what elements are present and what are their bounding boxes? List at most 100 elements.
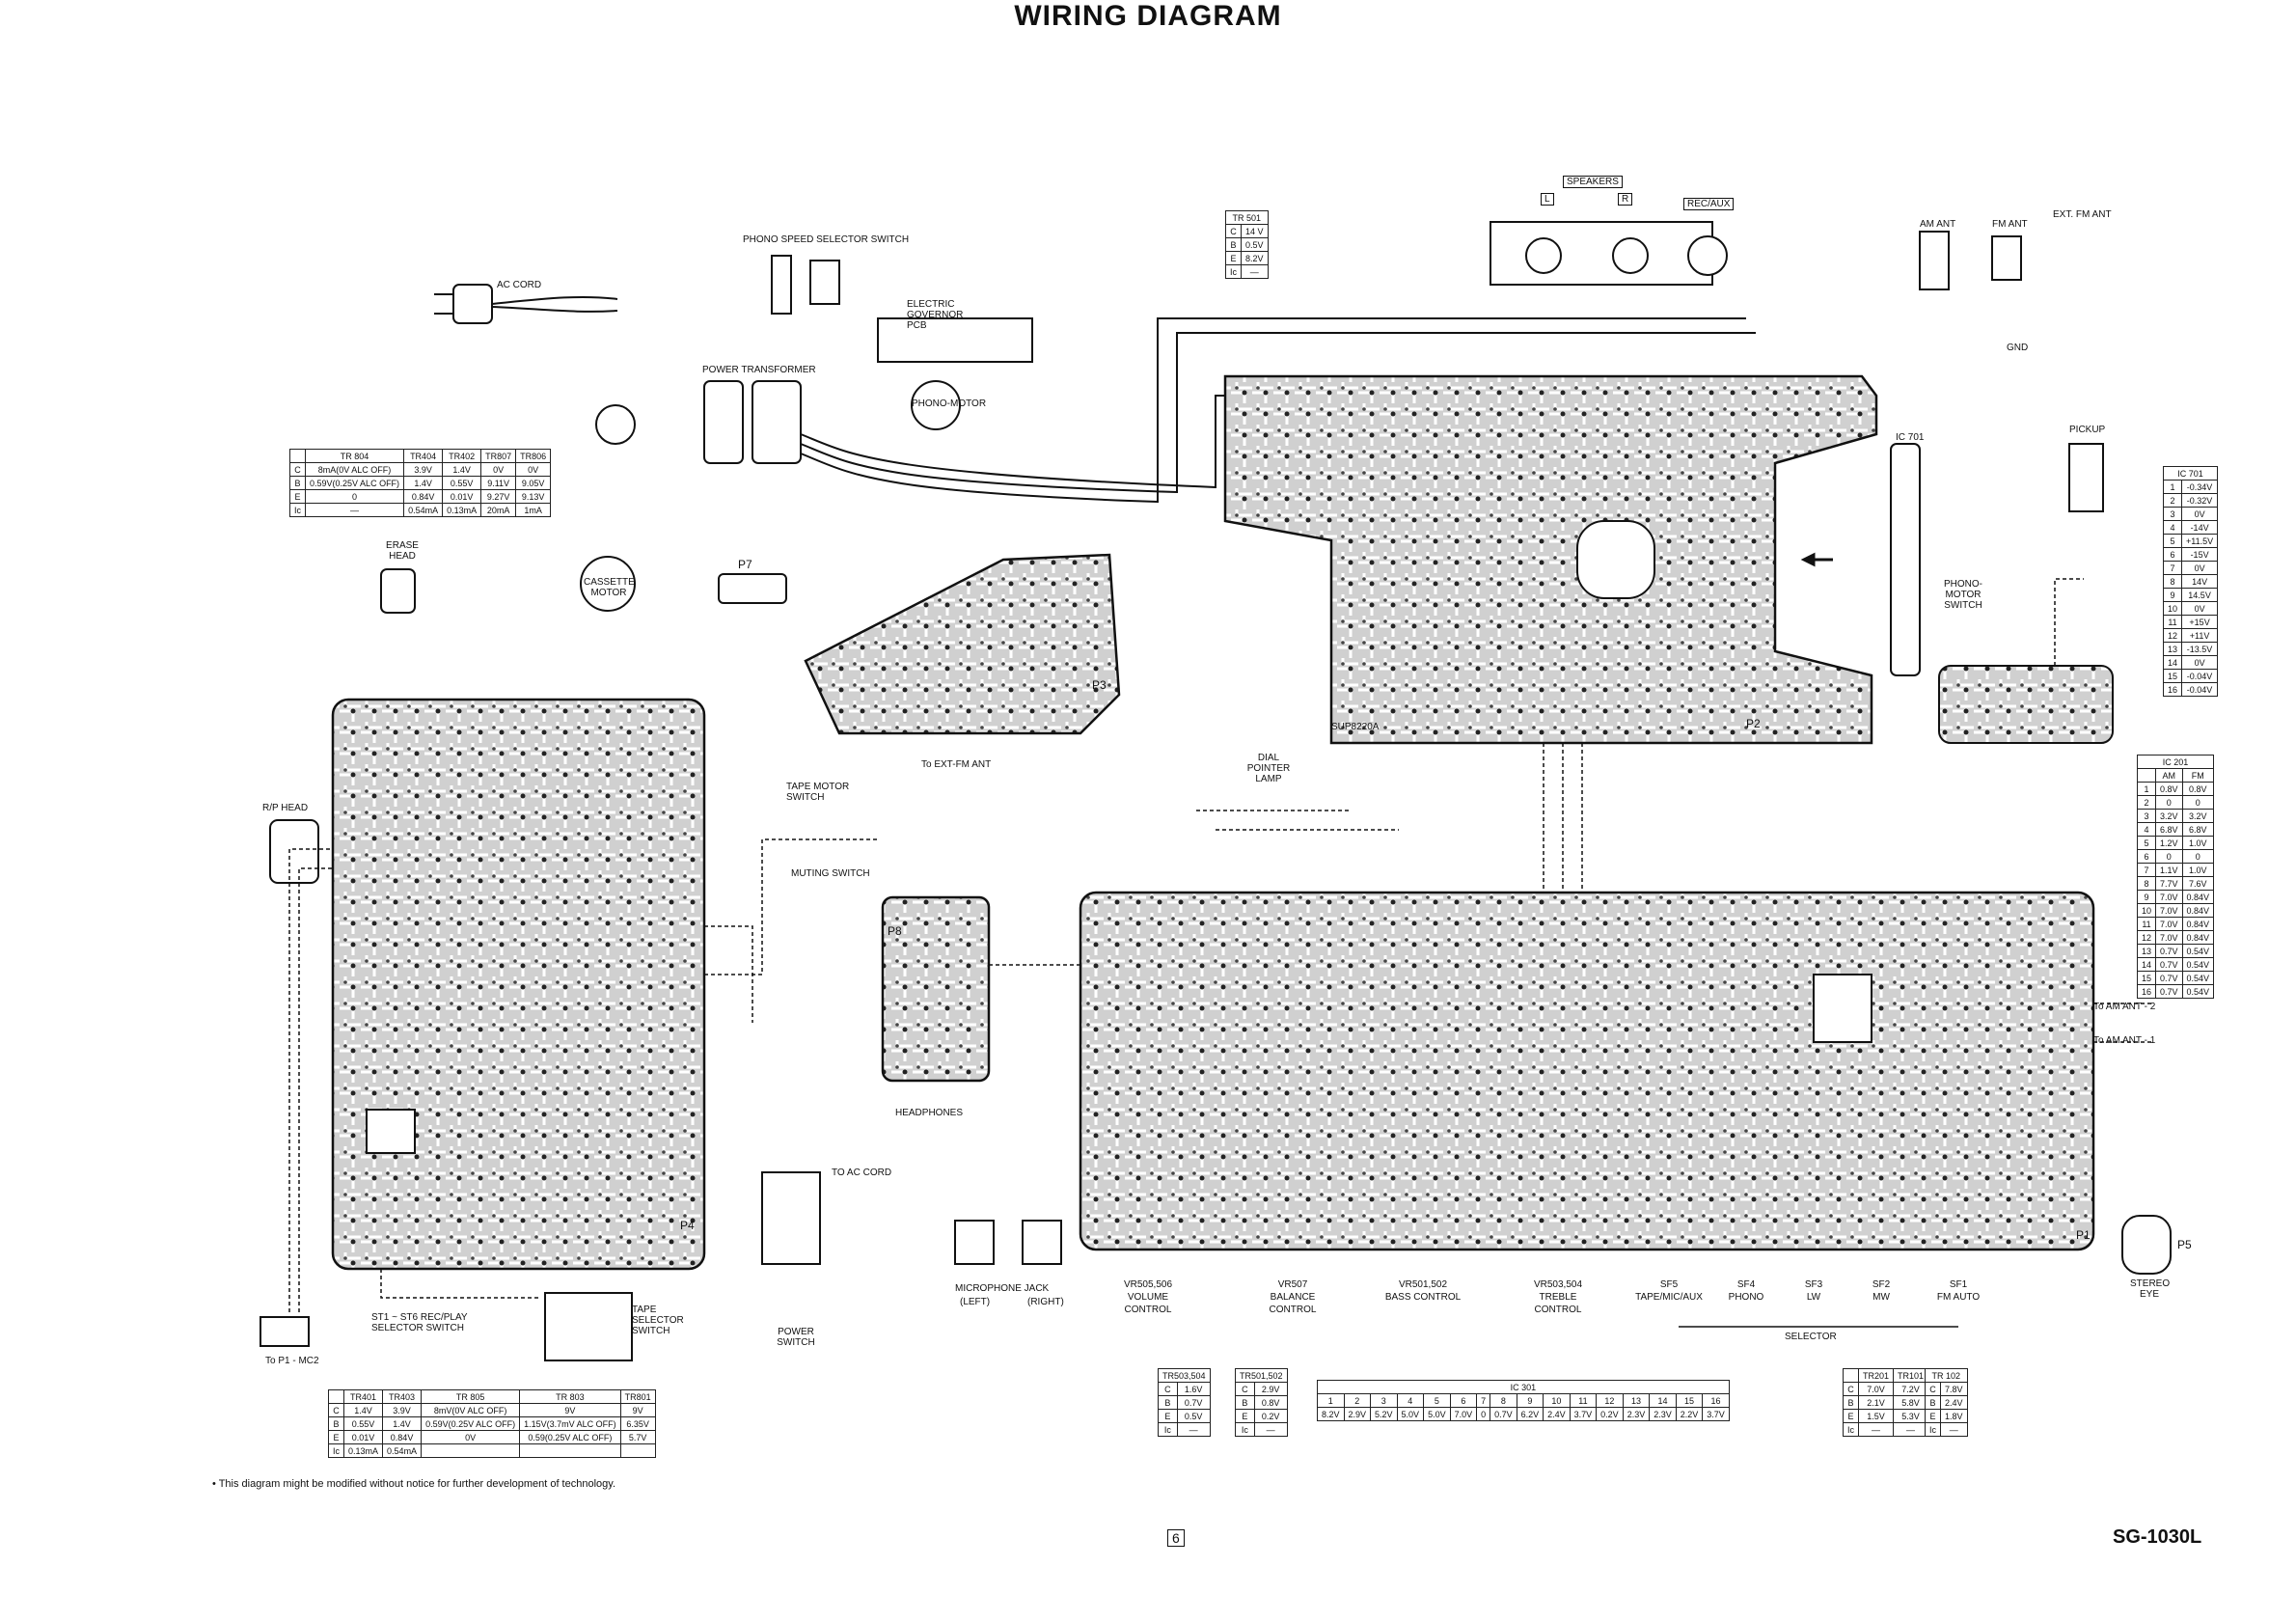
pickup-label: PICKUP [2069,425,2106,435]
p4-label: P4 [680,1219,695,1232]
phono-motor-label: PHONO-MOTOR [912,398,987,409]
rec-aux-label: REC/AUX [1683,198,1735,210]
p1-pcb [1079,891,2095,1251]
ic701-row: 2-0.32V [2162,493,2219,508]
to-ext-fm-ant-label: To EXT-FM ANT [921,759,992,770]
erase-head-label: ERASE HEAD [386,540,419,562]
ext-fm-ant-label: EXT. FM ANT [2053,209,2112,220]
power-transformer-label: POWER TRANSFORMER [702,365,816,375]
p2-label: P2 [1746,717,1761,730]
rec-play-switch-label: ST1 ~ ST6 REC/PLAY SELECTOR SWITCH [371,1312,468,1333]
ac-cord-plug [434,284,618,324]
tape-motor-switch-label: TAPE MOTOR SWITCH [786,782,850,803]
p4-pcb [331,698,706,1271]
phono-motor-switch-label: PHONO-MOTOR SWITCH [1944,579,1982,611]
ic701-strip [1890,443,1921,676]
p7-label: P7 [738,558,752,571]
governor-pcb [771,255,1033,430]
ic701-row: 6-15V [2162,547,2219,562]
governor-label: ELECTRIC GOVERNOR PCB [907,299,964,331]
gnd-label: GND [2007,343,2029,353]
tape-selector-shape [544,1292,633,1361]
speaker-l-label: L [1541,193,1554,206]
p5-label: P5 [2177,1238,2192,1251]
ic701-row: 12+11V [2162,628,2219,643]
phono-switch-pcb [1938,665,2114,744]
to-ac-cord-label: TO AC CORD [832,1168,892,1178]
pickup-shape [2068,443,2104,512]
power-transformer [595,317,1833,504]
ic701-row: 1-0.34V [2162,480,2219,494]
stereo-eye-shape [2121,1215,2172,1275]
cassette-motor-label: CASSETTE MOTOR [584,577,635,598]
to-am-ant-2-label: To AM ANT - 2 [2093,1002,2156,1012]
page-title: WIRING DIAGRAM [1014,0,1282,32]
model-number: SG-1030L [2113,1526,2202,1548]
ic701-row: 5+11.5V [2162,534,2219,548]
speakers-label: SPEAKERS [1563,176,1623,188]
rp-head-label: R/P HEAD [262,803,309,813]
headphones-label: HEADPHONES [895,1108,964,1118]
ic701-row: 11+15V [2162,615,2219,629]
rp-head-shape [269,819,319,884]
p1-label: P1 [2076,1228,2091,1242]
p2-pcb [1223,374,1878,745]
to-am-ant-1-label: To AM ANT - 1 [2093,1035,2156,1046]
p1-mc2-label: To P1 - MC2 [265,1356,319,1366]
fm-ant-label: FM ANT [1992,219,2028,230]
p8-label: P8 [888,924,902,938]
disclaimer-note: • This diagram might be modified without… [212,1478,615,1490]
mic-left-label: (LEFT) [960,1297,991,1307]
speaker-r-label: R [1618,193,1633,206]
p3-label: P3 [1092,678,1107,692]
p7-connector [718,573,787,604]
microphone-jack-label: MICROPHONE JACK [955,1283,1050,1294]
board-p2-code: SUP8220A [1331,722,1380,732]
muting-switch-label: MUTING SWITCH [791,868,870,879]
phono-speed-switch-label: PHONO SPEED SELECTOR SWITCH [743,234,910,245]
page-number: 6 [1167,1529,1185,1547]
cassette-motor-shape [580,556,636,612]
power-switch-label: POWER SWITCH [777,1327,815,1348]
dial-lamp-label: DIAL POINTER LAMP [1246,753,1291,784]
p3-pcb [804,553,1121,735]
ic701-row: 16-0.04V [2162,682,2219,697]
ic701-row: 4-14V [2162,520,2219,535]
